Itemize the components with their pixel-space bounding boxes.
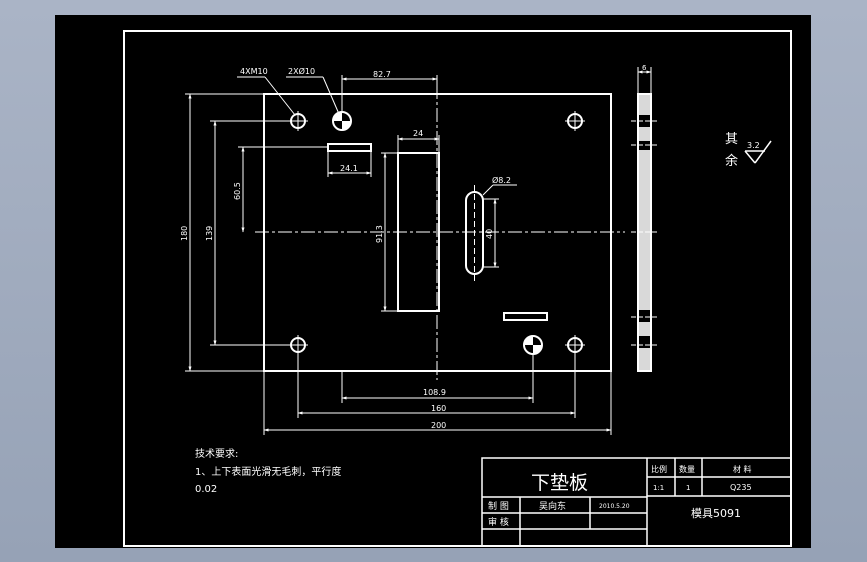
drawn-by: 吴向东 [539,500,566,512]
title-block [481,457,792,547]
surface-label-char1: 其 [725,132,738,147]
drawn-date: 2010.5.20 [599,503,630,510]
surface-value: 3.2 [747,141,760,150]
thin-slot-bottom [503,312,548,321]
label-160: 160 [431,404,446,413]
thin-slot-top [327,143,372,152]
col-scale: 比例 [651,464,667,474]
label-6: 6 [642,64,647,72]
label-40: 40 [485,229,494,239]
roughness-symbol [744,140,772,164]
hole-m10-top-right [565,111,585,131]
col-material: 材 料 [733,464,752,474]
notes-line2: 0.02 [195,484,217,495]
notes-line1: 1、上下表面光滑无毛刺，平行度 [195,465,341,478]
drawn-label: 制 图 [488,500,509,512]
check-label: 审 核 [488,516,509,528]
label-24: 24 [413,129,423,138]
qty-value: 1 [686,484,690,492]
pin-hole-bottom [523,335,543,355]
label-200: 200 [431,421,446,430]
notes-heading: 技术要求: [195,447,238,460]
surface-label-char2: 余 [725,153,738,169]
label-2xo10: 2XØ10 [288,66,315,76]
oblong-slot [465,191,484,275]
rect-cutout [397,152,440,312]
part-name: 下垫板 [531,472,588,494]
label-180: 180 [180,226,189,241]
scale-value: 1:1 [653,484,664,492]
pin-hole-top [332,111,352,131]
label-60-5: 60.5 [233,182,242,200]
drawing-canvas: 4XM10 2XØ10 82.7 24 24.1 60.5 139 180 91… [55,15,811,548]
label-8-2: Ø8.2 [492,175,511,185]
col-qty: 数量 [679,464,695,474]
label-108-9: 108.9 [423,388,446,397]
label-24-1: 24.1 [340,164,358,173]
label-82-7: 82.7 [373,70,391,79]
drawing-border [123,30,792,547]
surface-label: 其 余 [725,132,742,169]
drawing-number: 模具5091 [691,507,741,520]
label-139: 139 [205,226,214,241]
label-4xm10: 4XM10 [240,67,268,76]
material-value: Q235 [730,483,752,492]
side-view [631,67,658,372]
label-91-3: 91.3 [375,225,384,243]
dimension-lines [185,75,612,435]
cad-drawing: 4XM10 2XØ10 82.7 24 24.1 60.5 139 180 91… [123,30,792,547]
